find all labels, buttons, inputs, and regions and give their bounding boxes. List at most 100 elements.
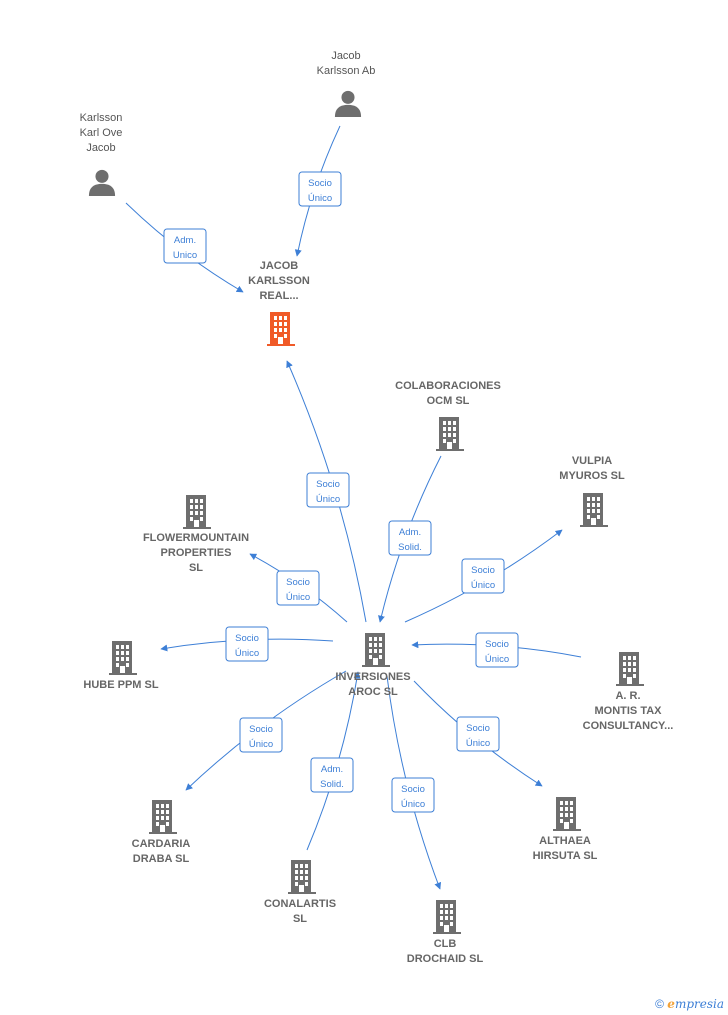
node-althaea[interactable]: ALTHAEA HIRSUTA SL — [533, 797, 598, 862]
person-icon[interactable] — [334, 90, 362, 117]
building-icon[interactable] — [436, 417, 464, 451]
relationship-label: Socio — [401, 784, 425, 795]
relationship-badge[interactable] — [475, 632, 519, 668]
node-flowermountain[interactable]: FLOWERMOUNTAIN PROPERTIES SL — [143, 495, 249, 574]
node-colaboraciones[interactable]: COLABORACIONES OCM SL — [395, 380, 501, 451]
footer-brand[interactable]: © empresia — [655, 997, 724, 1011]
relationship-label: Socio — [286, 577, 310, 588]
node-label[interactable]: AROC SL — [348, 686, 398, 698]
edge-conalartis-to-inversiones: Adm. Solid. — [306, 671, 361, 851]
building-icon[interactable] — [109, 641, 137, 675]
relationship-label: Adm. — [321, 764, 343, 775]
node-label[interactable]: Karlsson — [80, 112, 123, 124]
building-icon[interactable] — [267, 312, 295, 346]
node-label[interactable]: VULPIA — [572, 455, 612, 467]
relationship-badge[interactable] — [310, 757, 354, 793]
relationship-label: Solid. — [398, 542, 422, 553]
node-label[interactable]: CLB — [434, 938, 457, 950]
node-label[interactable]: DROCHAID SL — [407, 953, 484, 965]
relationship-badge[interactable] — [225, 626, 269, 662]
node-label[interactable]: KARLSSON — [248, 275, 310, 287]
building-icon[interactable] — [553, 797, 581, 831]
person-icon[interactable] — [88, 169, 116, 196]
node-label[interactable]: CONALARTIS — [264, 898, 336, 910]
relationship-label: Único — [249, 739, 273, 750]
node-hube[interactable]: HUBE PPM SL — [83, 641, 159, 691]
brand-name: mpresia — [674, 997, 724, 1011]
node-label[interactable]: CONSULTANCY... — [583, 720, 674, 732]
node-label[interactable]: HUBE PPM SL — [83, 679, 158, 691]
node-label[interactable]: REAL... — [259, 290, 298, 302]
relationship-label: Socio — [485, 639, 509, 650]
relationship-label: Solid. — [320, 779, 344, 790]
relationship-label: Único — [401, 799, 425, 810]
relationship-label: Único — [485, 654, 509, 665]
relationship-badge[interactable] — [298, 171, 342, 207]
node-label[interactable]: DRABA SL — [133, 853, 190, 865]
relationship-badge[interactable] — [239, 717, 283, 753]
relationship-label: Único — [235, 648, 259, 659]
building-icon[interactable] — [288, 860, 316, 894]
relationship-badge[interactable] — [163, 228, 207, 264]
node-label[interactable]: PROPERTIES — [161, 547, 232, 559]
node-clb[interactable]: CLB DROCHAID SL — [407, 900, 484, 965]
building-icon[interactable] — [183, 495, 211, 529]
relationship-label: Socio — [308, 178, 332, 189]
brand-initial: e — [667, 997, 675, 1011]
relationship-label: Adm. — [174, 235, 196, 246]
node-label[interactable]: FLOWERMOUNTAIN — [143, 532, 249, 544]
building-icon[interactable] — [362, 633, 390, 667]
node-label[interactable]: Jacob — [86, 142, 115, 154]
relationship-badge[interactable] — [391, 777, 435, 813]
relationship-label: Único — [308, 193, 332, 204]
node-jacob-realestate[interactable]: JACOB KARLSSON REAL... — [248, 260, 310, 346]
node-label[interactable]: Jacob — [331, 50, 360, 62]
relationship-label: Único — [471, 580, 495, 591]
relationship-label: Único — [286, 592, 310, 603]
node-label[interactable]: MONTIS TAX — [594, 705, 662, 717]
relationship-label: Socio — [235, 633, 259, 644]
relationship-label: Socio — [466, 723, 490, 734]
relationship-label: Adm. — [399, 527, 421, 538]
relationship-badge[interactable] — [456, 716, 500, 752]
relationship-badge[interactable] — [461, 558, 505, 594]
node-cardaria[interactable]: CARDARIA DRABA SL — [132, 800, 191, 865]
building-icon[interactable] — [580, 493, 608, 527]
relationship-badge[interactable] — [388, 520, 432, 556]
node-label[interactable]: Karlsson Ab — [317, 65, 376, 77]
node-label[interactable]: CARDARIA — [132, 838, 191, 850]
edge-colaboraciones-to-inversiones: Adm. Solid. — [378, 455, 442, 623]
relationship-label: Socio — [249, 724, 273, 735]
node-label[interactable]: SL — [293, 913, 307, 925]
building-icon[interactable] — [616, 652, 644, 686]
node-montis[interactable]: A. R. MONTIS TAX CONSULTANCY... — [583, 652, 674, 732]
node-conalartis[interactable]: CONALARTIS SL — [264, 860, 336, 925]
relationship-badge[interactable] — [306, 472, 350, 508]
relationship-badge[interactable] — [276, 570, 320, 606]
node-label[interactable]: INVERSIONES — [335, 671, 410, 683]
building-icon[interactable] — [433, 900, 461, 934]
relationship-label: Único — [316, 494, 340, 505]
node-label[interactable]: HIRSUTA SL — [533, 850, 598, 862]
node-label[interactable]: A. R. — [615, 690, 640, 702]
relationship-label: Unico — [173, 250, 197, 261]
node-label[interactable]: COLABORACIONES — [395, 380, 501, 392]
node-label[interactable]: ALTHAEA — [539, 835, 591, 847]
relationship-label: Único — [466, 738, 490, 749]
node-inversiones[interactable]: INVERSIONES AROC SL — [335, 633, 411, 698]
building-icon[interactable] — [149, 800, 177, 834]
node-vulpia[interactable]: VULPIA MYUROS SL — [559, 455, 625, 527]
node-label[interactable]: JACOB — [260, 260, 299, 272]
node-label[interactable]: OCM SL — [427, 395, 470, 407]
node-label[interactable]: Karl Ove — [80, 127, 123, 139]
node-label[interactable]: MYUROS SL — [559, 470, 625, 482]
node-label[interactable]: SL — [189, 562, 203, 574]
